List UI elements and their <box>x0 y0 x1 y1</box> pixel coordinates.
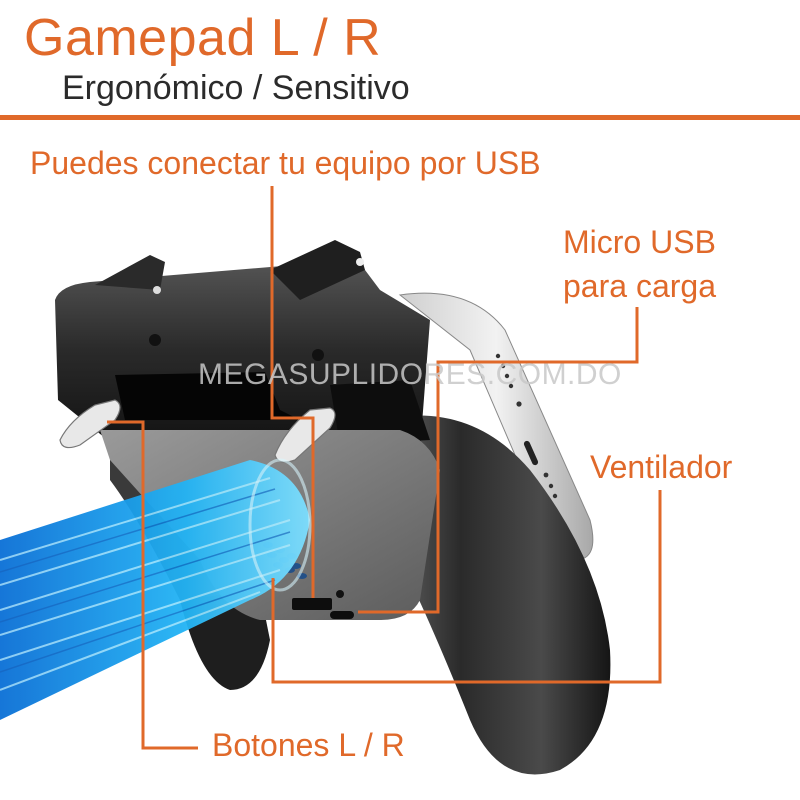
watermark: MEGASUPLIDORES.COM.DO <box>198 358 622 391</box>
leader-micro-usb <box>358 307 639 614</box>
header-divider <box>0 115 800 120</box>
page-subtitle: Ergonómico / Sensitivo <box>62 69 410 107</box>
leader-fan <box>271 490 662 684</box>
callout-leader-lines <box>107 186 662 750</box>
leader-buttons <box>107 420 198 750</box>
callout-micro-usb-line1: Micro USB <box>563 224 716 260</box>
page-title: Gamepad L / R <box>24 9 382 67</box>
callout-fan: Ventilador <box>590 449 733 485</box>
callout-micro-usb: Micro USB para carga <box>563 220 716 308</box>
leader-usb-connect <box>270 186 315 598</box>
callout-micro-usb-line2: para carga <box>563 268 716 304</box>
callout-usb-connect: Puedes conectar tu equipo por USB <box>30 145 541 181</box>
callout-buttons: Botones L / R <box>212 727 405 763</box>
